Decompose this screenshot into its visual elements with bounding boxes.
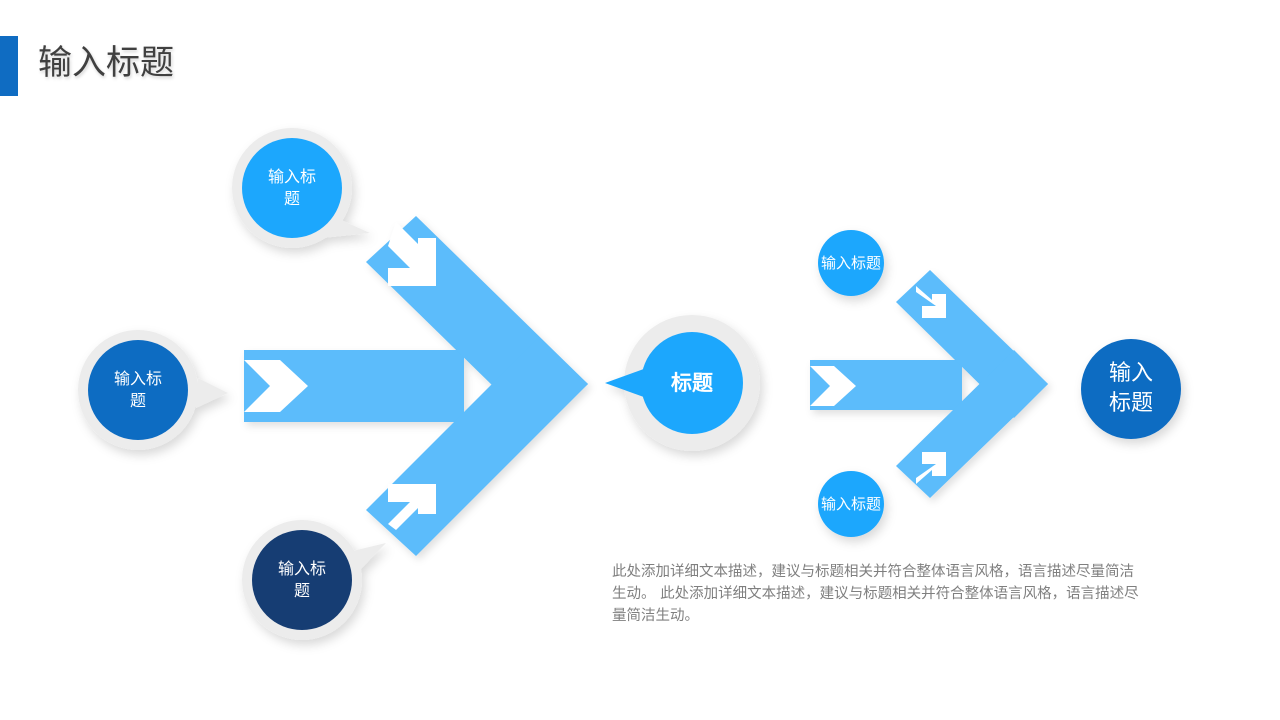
bubble-left-label: 输入标题 (113, 369, 162, 410)
small-circle-top (818, 230, 884, 296)
bubble-bottom-label: 输入标题 (277, 559, 326, 600)
result-label: 输入标题 (1108, 361, 1153, 416)
bubble-bottom (242, 520, 386, 640)
title-accent-bar (0, 36, 18, 96)
chevron-arrow-icon (244, 222, 436, 530)
center-label: 标题 (671, 370, 713, 395)
center-bubble (605, 315, 760, 451)
small-circle-bottom-label: 输入标题 (821, 494, 882, 513)
small-arrow-icon (810, 270, 1048, 498)
bubble-top-label: 输入标题 (267, 167, 316, 208)
bubble-top (232, 128, 370, 248)
description-text: 此处添加详细文本描述，建议与标题相关并符合整体语言风格，语言描述尽量简洁生动。 … (612, 564, 1139, 624)
page-title: 输入标题 (38, 43, 174, 83)
result-circle (1081, 339, 1181, 439)
small-circle-top-label: 输入标题 (821, 253, 882, 272)
chevron-arrow-icon (810, 286, 946, 484)
bubble-left (78, 330, 228, 450)
large-arrow-icon (244, 216, 588, 556)
small-circle-bottom (818, 471, 884, 537)
